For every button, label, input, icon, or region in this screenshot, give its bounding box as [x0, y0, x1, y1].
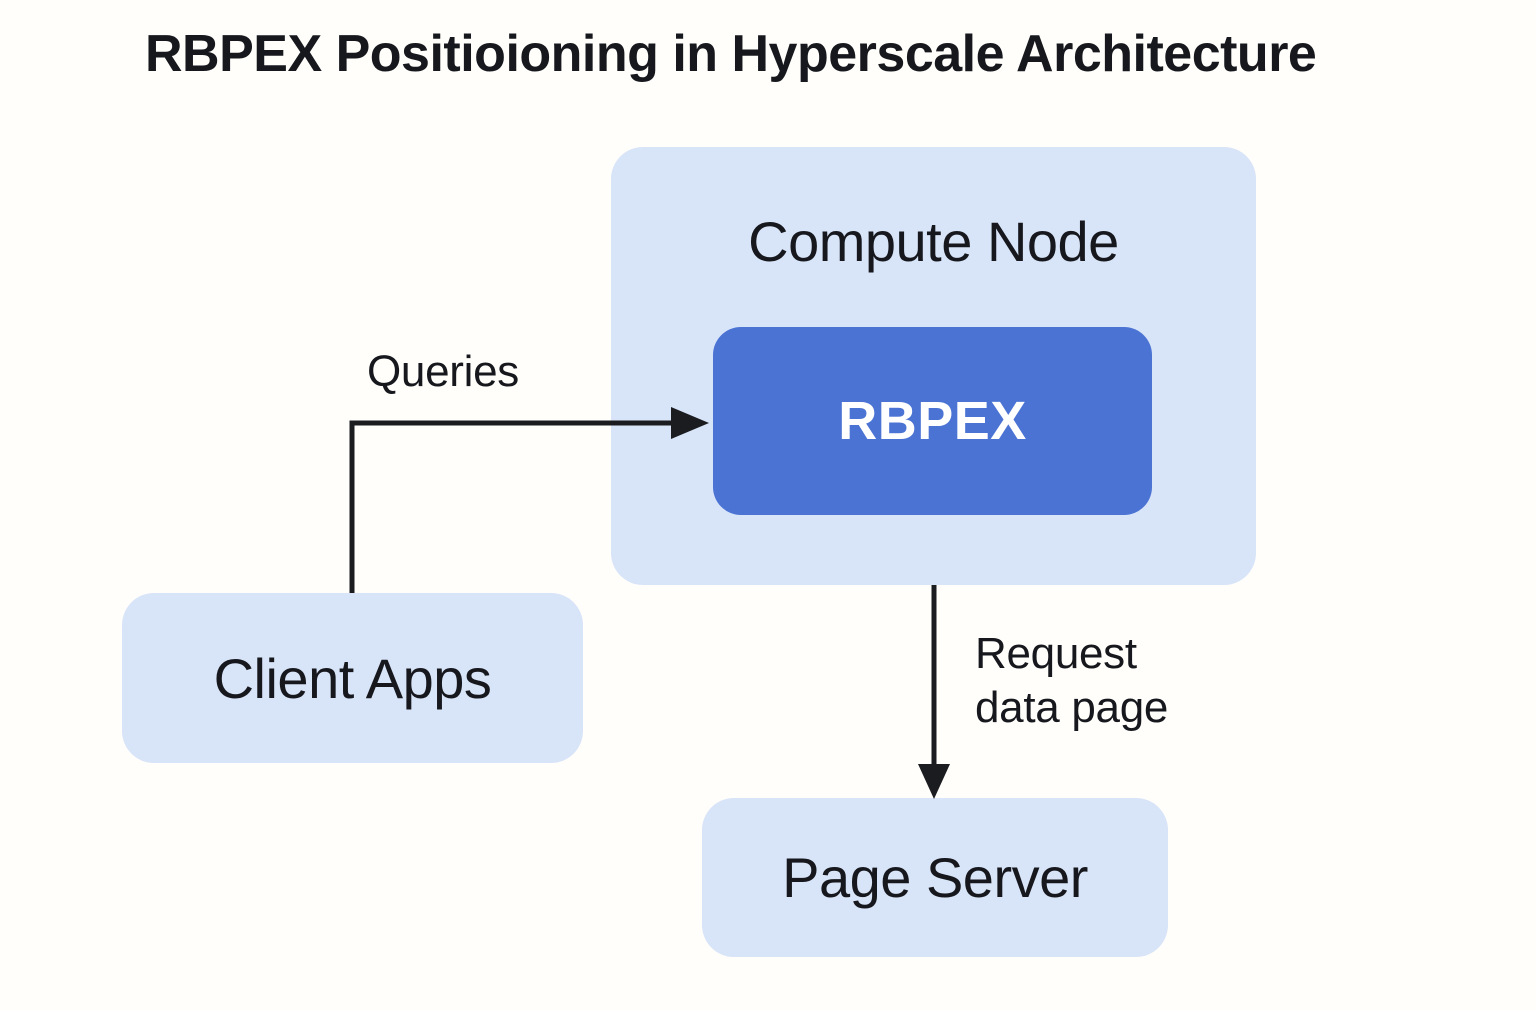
- node-rbpex: RBPEX: [713, 327, 1152, 515]
- node-page-server-label: Page Server: [782, 846, 1088, 909]
- node-client-apps-label: Client Apps: [213, 646, 492, 710]
- node-compute-node-label: Compute Node: [748, 210, 1119, 273]
- request-arrowhead-icon: [918, 764, 950, 799]
- edge-label-request-line2: data page: [975, 683, 1169, 732]
- edge-label-request-data-page: Request data page: [975, 627, 1168, 735]
- edge-label-queries: Queries: [367, 347, 519, 396]
- diagram-title: RBPEX Positioioning in Hyperscale Archit…: [145, 25, 1317, 83]
- node-page-server: Page Server: [702, 798, 1168, 957]
- node-client-apps: Client Apps: [122, 593, 583, 763]
- node-rbpex-label: RBPEX: [838, 391, 1027, 451]
- node-compute-node: Compute Node RBPEX: [611, 147, 1256, 585]
- edge-label-request-line1: Request: [975, 629, 1137, 678]
